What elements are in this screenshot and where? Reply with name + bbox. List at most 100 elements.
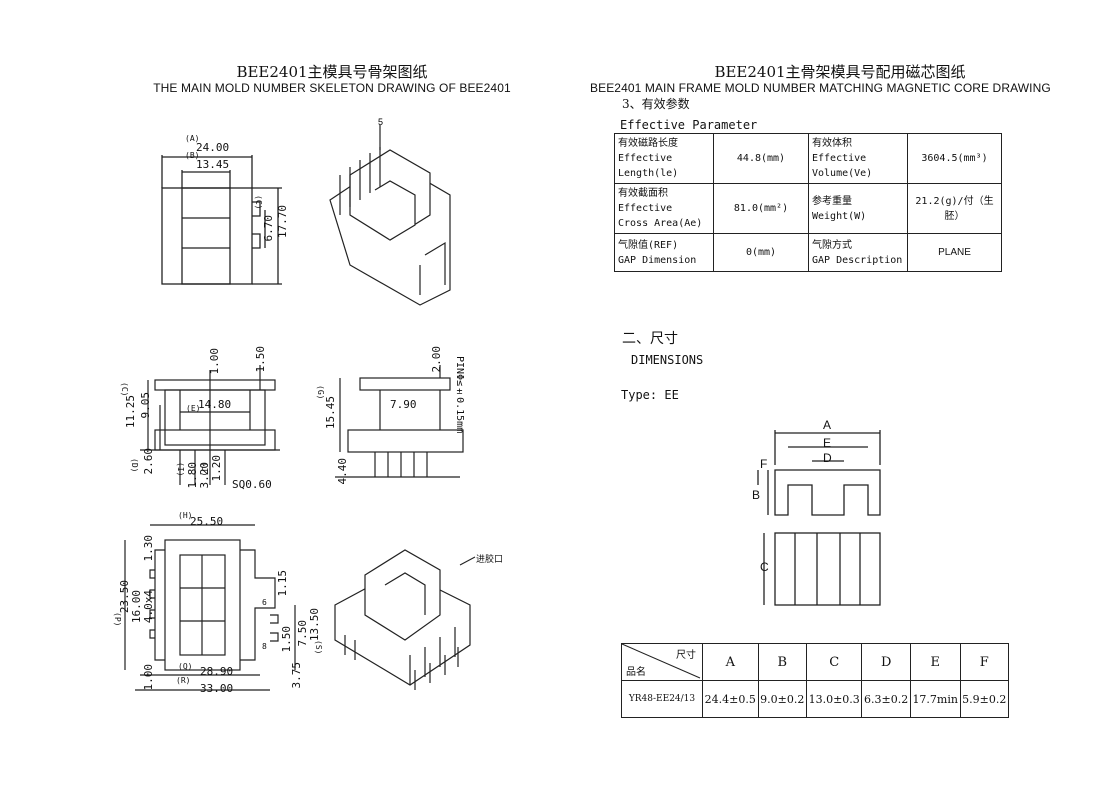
bottom-h-label: (H) — [178, 511, 193, 520]
top-b-value: 13.45 — [196, 158, 230, 171]
side-v4: 4.40 — [336, 458, 349, 485]
svg-text:5: 5 — [378, 117, 383, 127]
front-d-label: (D) — [130, 458, 139, 473]
bottom-v9: 1.50 — [280, 626, 293, 653]
bottom-v12: 28.90 — [200, 665, 234, 678]
value-d: 6.3±0.2 — [861, 680, 911, 718]
value-f: 5.9±0.2 — [959, 680, 1010, 718]
front-v6: 2.60 — [142, 448, 155, 475]
core-label-d: D — [823, 451, 832, 465]
effective-parameter-table: 有效磁路长度 Effective Length(le) 44.8(mm) 有效体… — [614, 133, 1002, 272]
param-row1-en2: Length(le) — [618, 168, 679, 179]
front-c-label: (C) — [120, 382, 129, 397]
core-label-a: A — [823, 418, 832, 432]
iso-gate-label: 进胶口 — [476, 555, 504, 565]
section2-label: 二、尺寸 — [622, 331, 678, 347]
param-row1-cn: 有效磁路长度 — [618, 138, 678, 149]
bottom-v5: 1.30 — [142, 535, 155, 562]
bottom-v10: 3.75 — [290, 662, 303, 689]
param-row3-en1: GAP Dimension — [618, 254, 697, 266]
param-row1b-value: 3604.5(mm³) — [907, 133, 1002, 184]
core-label-f: F — [760, 457, 768, 471]
core-label-c: C — [760, 560, 769, 574]
bottom-pin6: 6 — [262, 598, 267, 607]
bobbin-iso-top: 5 — [329, 117, 451, 306]
core-label-b: B — [752, 488, 761, 502]
bottom-s-label: (S) — [314, 640, 323, 655]
param-row2b-cn: 参考重量 — [812, 195, 852, 207]
side-v3: 2.00 — [430, 346, 443, 373]
param-row2b-value: 21.2(g)/付（生胚） — [907, 183, 1002, 234]
bottom-v1: 25.50 — [190, 515, 224, 528]
bottom-view-drawing — [124, 524, 296, 691]
side-view-drawing — [335, 365, 464, 478]
param-row3-cn: 气隙值(REF) — [618, 239, 679, 251]
corner-cell: 尺寸 品名 — [621, 643, 703, 681]
bottom-v8: 13.50 — [308, 608, 321, 642]
dimensions-label: DIMENSIONS — [631, 353, 704, 367]
side-v2: 7.90 — [390, 398, 417, 411]
bobbin-iso-bottom — [334, 549, 476, 690]
side-v1: 15.45 — [324, 396, 337, 430]
param-row3b-cn: 气隙方式 — [812, 239, 852, 251]
param-row1-en1: Effective — [618, 153, 673, 164]
front-v1: 11.25 — [124, 395, 137, 429]
top-view-drawing — [161, 155, 282, 285]
value-c: 13.0±0.3 — [805, 680, 863, 718]
param-row2-value: 81.0(mm²) — [713, 183, 809, 234]
header-e: E — [909, 643, 961, 681]
section3-label: 3、有效参数 — [622, 97, 690, 111]
bottom-v6: 1.15 — [276, 570, 289, 597]
side-g-label: (G) — [316, 385, 325, 400]
top-c-label: (C) — [254, 195, 263, 210]
bottom-v13: 33.00 — [200, 682, 234, 695]
top-c-value: 6.70 — [262, 215, 275, 242]
bottom-r-label: (R) — [176, 676, 191, 685]
param-row2-cn: 有效截面积 — [618, 188, 668, 199]
top-d-value: 17.70 — [276, 205, 289, 239]
value-a: 24.4±0.5 — [702, 680, 759, 718]
param-row1b-cn: 有效体积 — [812, 138, 852, 149]
value-e: 17.7min — [909, 680, 961, 718]
part-name: YR48-EE24/13 — [621, 680, 703, 718]
param-row2-en2: Cross Area(Ae) — [618, 218, 703, 229]
value-b: 9.0±0.2 — [757, 680, 807, 718]
dimension-table: 尺寸 品名 A B C D E F YR48-EE24/13 24.4±0.5 … — [621, 643, 1010, 718]
param-row1b-en2: Volume(Ve) — [812, 168, 873, 179]
top-a-value: 24.00 — [196, 141, 230, 154]
corner-bottom-label: 品名 — [626, 667, 646, 678]
param-row1b-en1: Effective — [812, 153, 867, 164]
param-row2b-en1: Weight(W) — [812, 210, 867, 222]
bottom-pin8: 8 — [262, 642, 267, 651]
side-pin: PINΦ≤±0.15mm — [454, 356, 465, 434]
header-c: C — [805, 643, 863, 681]
front-v3: 14.80 — [198, 398, 232, 411]
ee-core-drawing — [757, 430, 881, 606]
front-v9: 1.20 — [210, 455, 223, 482]
param-row3b-en1: GAP Description — [812, 254, 903, 266]
header-f: F — [959, 643, 1010, 681]
bottom-v11: 1.00 — [142, 664, 155, 691]
bottom-q-label: (Q) — [178, 662, 193, 671]
bottom-v4: 4.0x4 — [142, 590, 155, 624]
param-row2-en1: Effective — [618, 203, 673, 214]
front-v5: 1.50 — [254, 346, 267, 373]
corner-top-label: 尺寸 — [676, 650, 696, 661]
header-a: A — [702, 643, 759, 681]
param-row3b-value: PLANE — [907, 233, 1002, 272]
core-label-e: E — [823, 436, 832, 450]
param-row1-value: 44.8(mm) — [713, 133, 809, 184]
top-b-label: (B) — [185, 151, 200, 160]
front-v4: 1.00 — [208, 348, 221, 375]
right-title-cn: BEE2401主骨架模具号配用磁芯图纸 — [714, 63, 966, 81]
header-b: B — [757, 643, 807, 681]
front-i-label: (I) — [176, 462, 185, 477]
left-title-en: THE MAIN MOLD NUMBER SKELETON DRAWING OF… — [153, 81, 511, 95]
front-e-label: (E) — [186, 404, 201, 413]
type-label: Type: EE — [621, 388, 679, 402]
bottom-p-label: (P) — [113, 612, 122, 627]
param-row3-value: 0(mm) — [713, 233, 809, 272]
effective-parameter-label: Effective Parameter — [620, 118, 758, 132]
front-sq: SQ0.60 — [232, 478, 272, 491]
front-view-drawing — [140, 365, 280, 485]
